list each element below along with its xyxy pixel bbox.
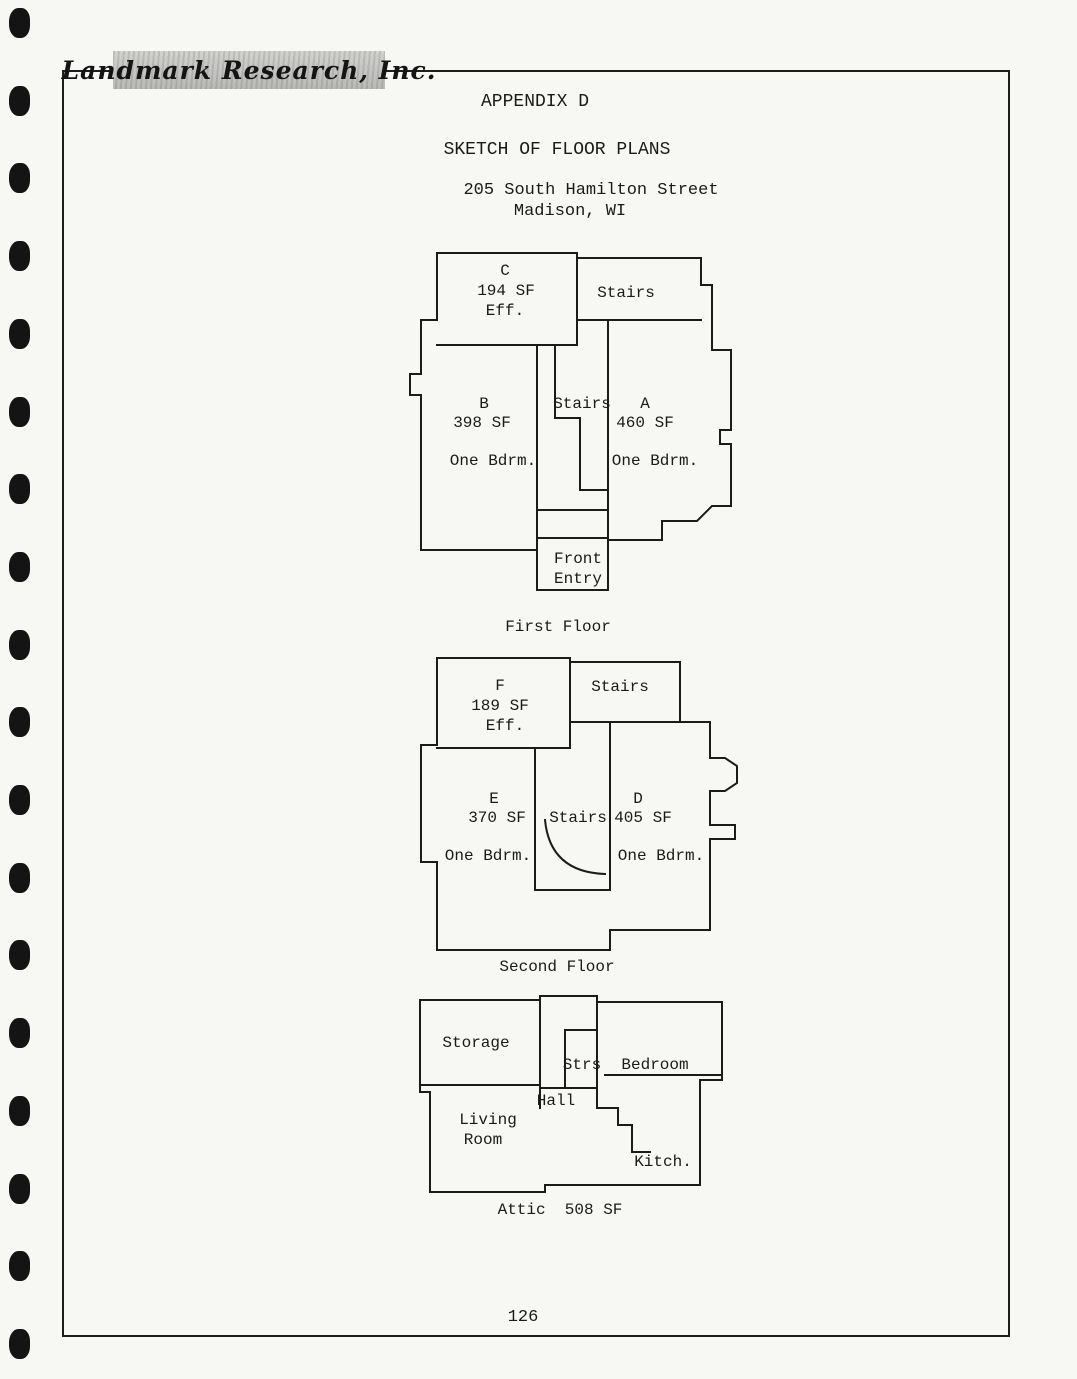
attic-plan: Storage Strs Bedroom Hall Living Room Ki… (419, 995, 723, 1193)
page-subtitle: SKETCH OF FLOOR PLANS (443, 140, 671, 160)
unit-c-name: C (500, 262, 510, 280)
unit-d-name: D (633, 790, 643, 808)
attic-kitchen-walls (596, 1107, 651, 1153)
address-line-1: 205 South Hamilton Street (463, 181, 719, 200)
front-entry-line-2: Entry (554, 570, 602, 588)
attic-bedroom-label: Bedroom (621, 1056, 688, 1074)
binding-hole (9, 8, 30, 38)
binding-hole (9, 863, 30, 893)
first-floor-caption: First Floor (505, 618, 611, 636)
attic-living-line-2: Room (464, 1131, 502, 1149)
binding-hole (9, 552, 30, 582)
attic-caption: Attic 508 SF (497, 1201, 623, 1219)
second-floor-stairs-mid-label: Stairs (549, 809, 607, 827)
front-entry-line-1: Front (554, 550, 602, 568)
binding-hole (9, 319, 30, 349)
attic-hall-label: Hall (537, 1092, 575, 1110)
first-floor-stairs-top-label: Stairs (597, 284, 655, 302)
attic-storage-label: Storage (442, 1034, 509, 1052)
appendix-title: APPENDIX D (480, 92, 590, 112)
unit-c-type: Eff. (486, 302, 524, 320)
unit-d-area: 405 SF (614, 809, 672, 827)
unit-b-area: 398 SF (453, 414, 511, 432)
unit-f-type: Eff. (486, 717, 524, 735)
attic-living-line-1: Living (459, 1111, 517, 1129)
binding-hole (9, 163, 30, 193)
binding-hole (9, 1174, 30, 1204)
binding-hole (9, 1329, 30, 1359)
binding-hole (9, 707, 30, 737)
first-floor-outline (409, 252, 732, 591)
first-floor-stairs-mid-label: Stairs (553, 395, 611, 413)
attic-stairs-label: Strs (563, 1056, 601, 1074)
unit-a-name: A (640, 395, 650, 413)
unit-e-name: E (489, 790, 499, 808)
second-floor-caption: Second Floor (499, 958, 615, 976)
page-border (62, 70, 1010, 1337)
unit-d-type: One Bdrm. (618, 847, 704, 865)
binding-hole (9, 940, 30, 970)
page-number: 126 (507, 1308, 539, 1327)
attic-outline (419, 995, 723, 1193)
unit-b-type: One Bdrm. (450, 452, 536, 470)
binding-hole (9, 1096, 30, 1126)
first-floor-stair-detail (554, 344, 609, 491)
address-line-2: Madison, WI (513, 202, 627, 221)
binding-hole (9, 1251, 30, 1281)
logo-plate: Landmark Research, Inc. (62, 51, 435, 89)
unit-c-area: 194 SF (477, 282, 535, 300)
unit-a-area: 460 SF (616, 414, 674, 432)
second-floor-stairs-top-label: Stairs (591, 678, 649, 696)
logo-text: Landmark Research, Inc. (61, 55, 437, 85)
binding-hole (9, 397, 30, 427)
unit-e-area: 370 SF (468, 809, 526, 827)
attic-kitchen-label: Kitch. (634, 1153, 692, 1171)
unit-f-name: F (495, 677, 505, 695)
unit-e-type: One Bdrm. (445, 847, 531, 865)
second-floor-stair-curve (543, 818, 607, 876)
binding-hole (9, 1018, 30, 1048)
binding-hole (9, 86, 30, 116)
second-floor-outline (420, 657, 738, 951)
binding-hole (9, 630, 30, 660)
unit-b-name: B (479, 395, 489, 413)
binding-hole (9, 474, 30, 504)
unit-a-type: One Bdrm. (612, 452, 698, 470)
binding-hole (9, 241, 30, 271)
first-floor-plan: C 194 SF Eff. Stairs B 398 SF One Bdrm. … (409, 252, 732, 591)
second-floor-plan: F 189 SF Eff. Stairs E 370 SF One Bdrm. … (420, 657, 738, 951)
unit-f-area: 189 SF (471, 697, 529, 715)
attic-stairs-box (564, 1029, 598, 1089)
binding-hole (9, 785, 30, 815)
